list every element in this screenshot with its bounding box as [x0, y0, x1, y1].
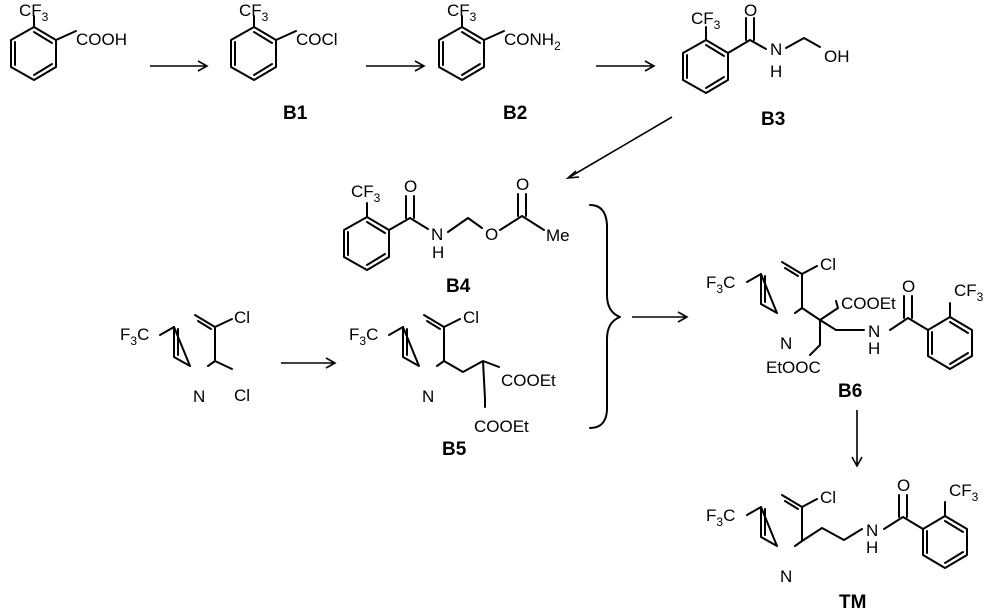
ester-oxygen: O	[485, 225, 498, 244]
reaction-arrow-6	[632, 312, 687, 322]
amide-hydrogen: H	[770, 62, 782, 81]
amide-nitrogen: N	[770, 40, 782, 59]
cf3-group: F3C	[706, 506, 735, 529]
cf3-group: F3C	[120, 325, 149, 348]
reaction-arrow-5	[281, 358, 335, 368]
reaction-arrow-3	[596, 61, 654, 71]
compound-b3: CF3 O N H OH B3	[683, 1, 850, 130]
amide-group: CONH2	[504, 30, 561, 53]
pyridine-ring	[761, 495, 802, 546]
chlorine: Cl	[463, 308, 479, 327]
compound-label-tm: TM	[839, 592, 866, 613]
pyridine-nitrogen: N	[193, 387, 205, 406]
chlorine: Cl	[820, 488, 836, 507]
compound-tm: F3C Cl N N H O CF3 TM	[706, 476, 979, 613]
chlorine-2: Cl	[234, 386, 250, 405]
carbonyl-oxygen: O	[897, 476, 910, 495]
amide-hydrogen: H	[868, 339, 880, 358]
reaction-arrow-2	[366, 61, 424, 71]
compound-label-b1: B1	[283, 103, 308, 124]
cf3-group: F3C	[349, 325, 378, 348]
compound-label-b3: B3	[761, 109, 785, 130]
compound-b2: CF3 CONH2 B2	[439, 1, 561, 124]
ester-group-1: COOEt	[501, 371, 556, 390]
reaction-arrow-7	[852, 410, 862, 466]
compound-b4: CF3 O N H O O Me B4	[344, 175, 570, 297]
pyridine-ring	[761, 262, 802, 313]
chlorine: Cl	[820, 255, 836, 274]
ester-group-1: COOEt	[841, 294, 896, 313]
aryl-cf3-group: CF3	[949, 481, 979, 504]
acyl-chloride-group: COCl	[296, 30, 338, 49]
pyridine-nitrogen: N	[422, 387, 434, 406]
amide-hydrogen: H	[866, 538, 878, 557]
reaction-arrow-4	[568, 117, 672, 178]
pyridine-ring	[403, 315, 444, 366]
benzene-ring	[231, 27, 276, 80]
methyl-group: Me	[546, 226, 570, 245]
compound-label-b6: B6	[838, 381, 862, 402]
pyridine-nitrogen: N	[780, 334, 792, 353]
benzene-ring	[11, 27, 56, 80]
acetyl-oxygen: O	[516, 175, 529, 194]
ester-chain-bonds	[367, 194, 544, 232]
compound-label-b2: B2	[503, 103, 527, 124]
cf3-group: CF3	[351, 182, 381, 205]
compound-b1: CF3 COCl B1	[231, 1, 338, 124]
compound-label-b5: B5	[442, 439, 467, 460]
benzene-ring	[683, 40, 728, 93]
hydroxyl-group: OH	[824, 47, 850, 66]
compound-dichloropyridine: F3C Cl Cl N	[120, 308, 250, 406]
amide-nitrogen: N	[431, 225, 443, 244]
carbonyl-oxygen: O	[744, 1, 757, 20]
carbonyl-oxygen: O	[404, 177, 417, 196]
benzene-ring	[344, 217, 389, 270]
compound-start: CF3 COOH	[11, 1, 127, 80]
aryl-ring	[923, 502, 967, 568]
amide-chain-bonds	[706, 18, 820, 53]
cf3-group: F3C	[706, 273, 735, 296]
carbonyl-oxygen: O	[902, 277, 915, 296]
substituent-bonds	[160, 319, 232, 369]
pyridine-ring	[174, 315, 215, 366]
amide-hydrogen: H	[432, 243, 444, 262]
aryl-ring	[928, 303, 972, 369]
ester-group-2: COOEt	[474, 417, 529, 436]
ester-group-2: EtOOC	[766, 358, 821, 377]
compound-label-b4: B4	[446, 276, 471, 297]
reaction-arrow-1	[150, 61, 207, 71]
combine-brace	[590, 205, 620, 428]
aryl-cf3-group: CF3	[954, 281, 984, 304]
pyridine-nitrogen: N	[780, 567, 792, 586]
compound-b5: F3C Cl N COOEt COOEt B5	[349, 308, 556, 460]
benzene-ring	[439, 27, 484, 80]
compound-b6: F3C Cl N COOEt EtOOC N H O CF3 B6	[706, 255, 984, 402]
carboxylic-acid-group: COOH	[76, 30, 127, 49]
chlorine-3: Cl	[234, 308, 250, 327]
